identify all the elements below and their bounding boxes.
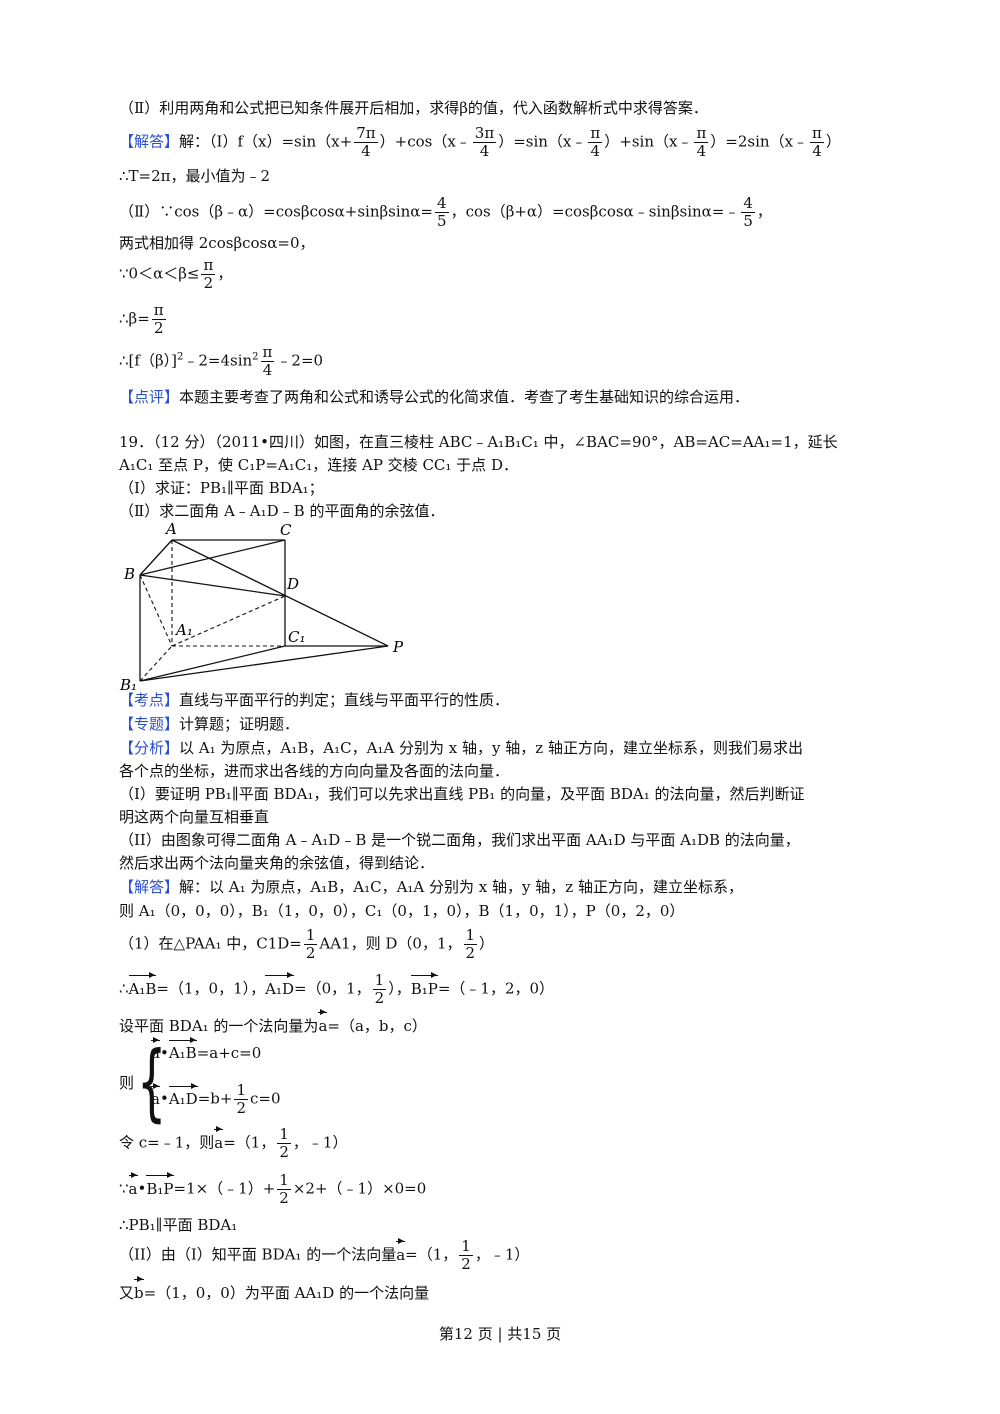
- fenxi-6: 然后求出两个法向量夹角的余弦值，得到结论．: [119, 854, 435, 872]
- q19-line3: （Ⅰ）求证：PB₁∥平面 BDA₁；: [119, 479, 324, 497]
- vector-A1D: A₁D: [265, 971, 294, 998]
- fenxi-2: 各个点的坐标，进而求出各线的方向向量及各面的法向量．: [119, 762, 510, 780]
- label-A: A: [164, 520, 177, 538]
- prism-figure: A C B D A₁ C₁ B₁ P: [119, 520, 404, 694]
- fenxi-3: （I）要证明 PB₁∥平面 BDA₁，我们可以先求出直线 PB₁ 的向量，及平面…: [119, 785, 805, 803]
- label-C1: C₁: [288, 628, 306, 646]
- fenxi-1: 【分析】以 A₁ 为原点，A₁B，A₁C，A₁A 分别为 x 轴，y 轴，z 轴…: [119, 739, 803, 757]
- q19-line2: A₁C₁ 至点 P，使 C₁P=A₁C₁，连接 AP 交棱 CC₁ 于点 D．: [119, 456, 518, 474]
- label-C: C: [280, 521, 292, 539]
- sol19-line10: 又b=（1，0，0）为平面 AA₁D 的一个法向量: [119, 1276, 430, 1302]
- sol19-line5: 设平面 BDA₁ 的一个法向量为a=（a，b，c）: [119, 1009, 427, 1035]
- q19-line4: （Ⅱ）求二面角 A﹣A₁D﹣B 的平面角的余弦值．: [119, 502, 445, 520]
- label-B1: B₁: [119, 676, 137, 694]
- review-18: 【点评】本题主要考查了两角和公式和诱导公式的化简求值．考查了考生基础知识的综合运…: [119, 388, 750, 406]
- sol19-line1: 【解答】解：以 A₁ 为原点，A₁B，A₁C，A₁A 分别为 x 轴，y 轴，z…: [119, 878, 743, 896]
- page-footer: 第12 页 | 共15 页: [438, 1325, 562, 1343]
- label-D: D: [286, 575, 299, 593]
- vector-a: a: [318, 1009, 328, 1035]
- fenxi-4: 明这两个向量互相垂直: [119, 808, 270, 826]
- solution-18-line2: ∴T=2π，最小值为﹣2: [119, 167, 271, 185]
- sol19-line8: ∴PB₁∥平面 BDA₁: [119, 1216, 238, 1234]
- solution-18-line4: 两式相加得 2cosβcosα=0，: [119, 234, 315, 252]
- vector-B1P: B₁P: [410, 971, 439, 998]
- part2-hint: （Ⅱ）利用两角和公式把已知条件展开后相加，求得β的值，代入函数解析式中求得答案．: [119, 99, 708, 117]
- label-P: P: [392, 638, 404, 656]
- q19-line1: 19．（12 分）（2011•四川）如图，在直三棱柱 ABC﹣A₁B₁C₁ 中，…: [119, 433, 838, 451]
- solution-tag: 【解答】: [119, 132, 180, 151]
- sol19-line2: 则 A₁（0，0，0），B₁（1，0，0），C₁（0，1，0），B（1，0，1）…: [119, 902, 685, 920]
- label-B: B: [123, 565, 135, 583]
- label-A1: A₁: [174, 621, 193, 639]
- kaodian: 【考点】直线与平面平行的判定；直线与平面平行的性质．: [119, 691, 510, 709]
- brace: {: [137, 1033, 167, 1131]
- zhuanti: 【专题】计算题；证明题．: [119, 715, 300, 733]
- vector-A1B: A₁B: [128, 971, 157, 998]
- vector-b: b: [134, 1276, 144, 1302]
- fenxi-5: （II）由图象可得二面角 A﹣A₁D﹣B 是一个锐二面角，我们求出平面 AA₁D…: [119, 831, 800, 849]
